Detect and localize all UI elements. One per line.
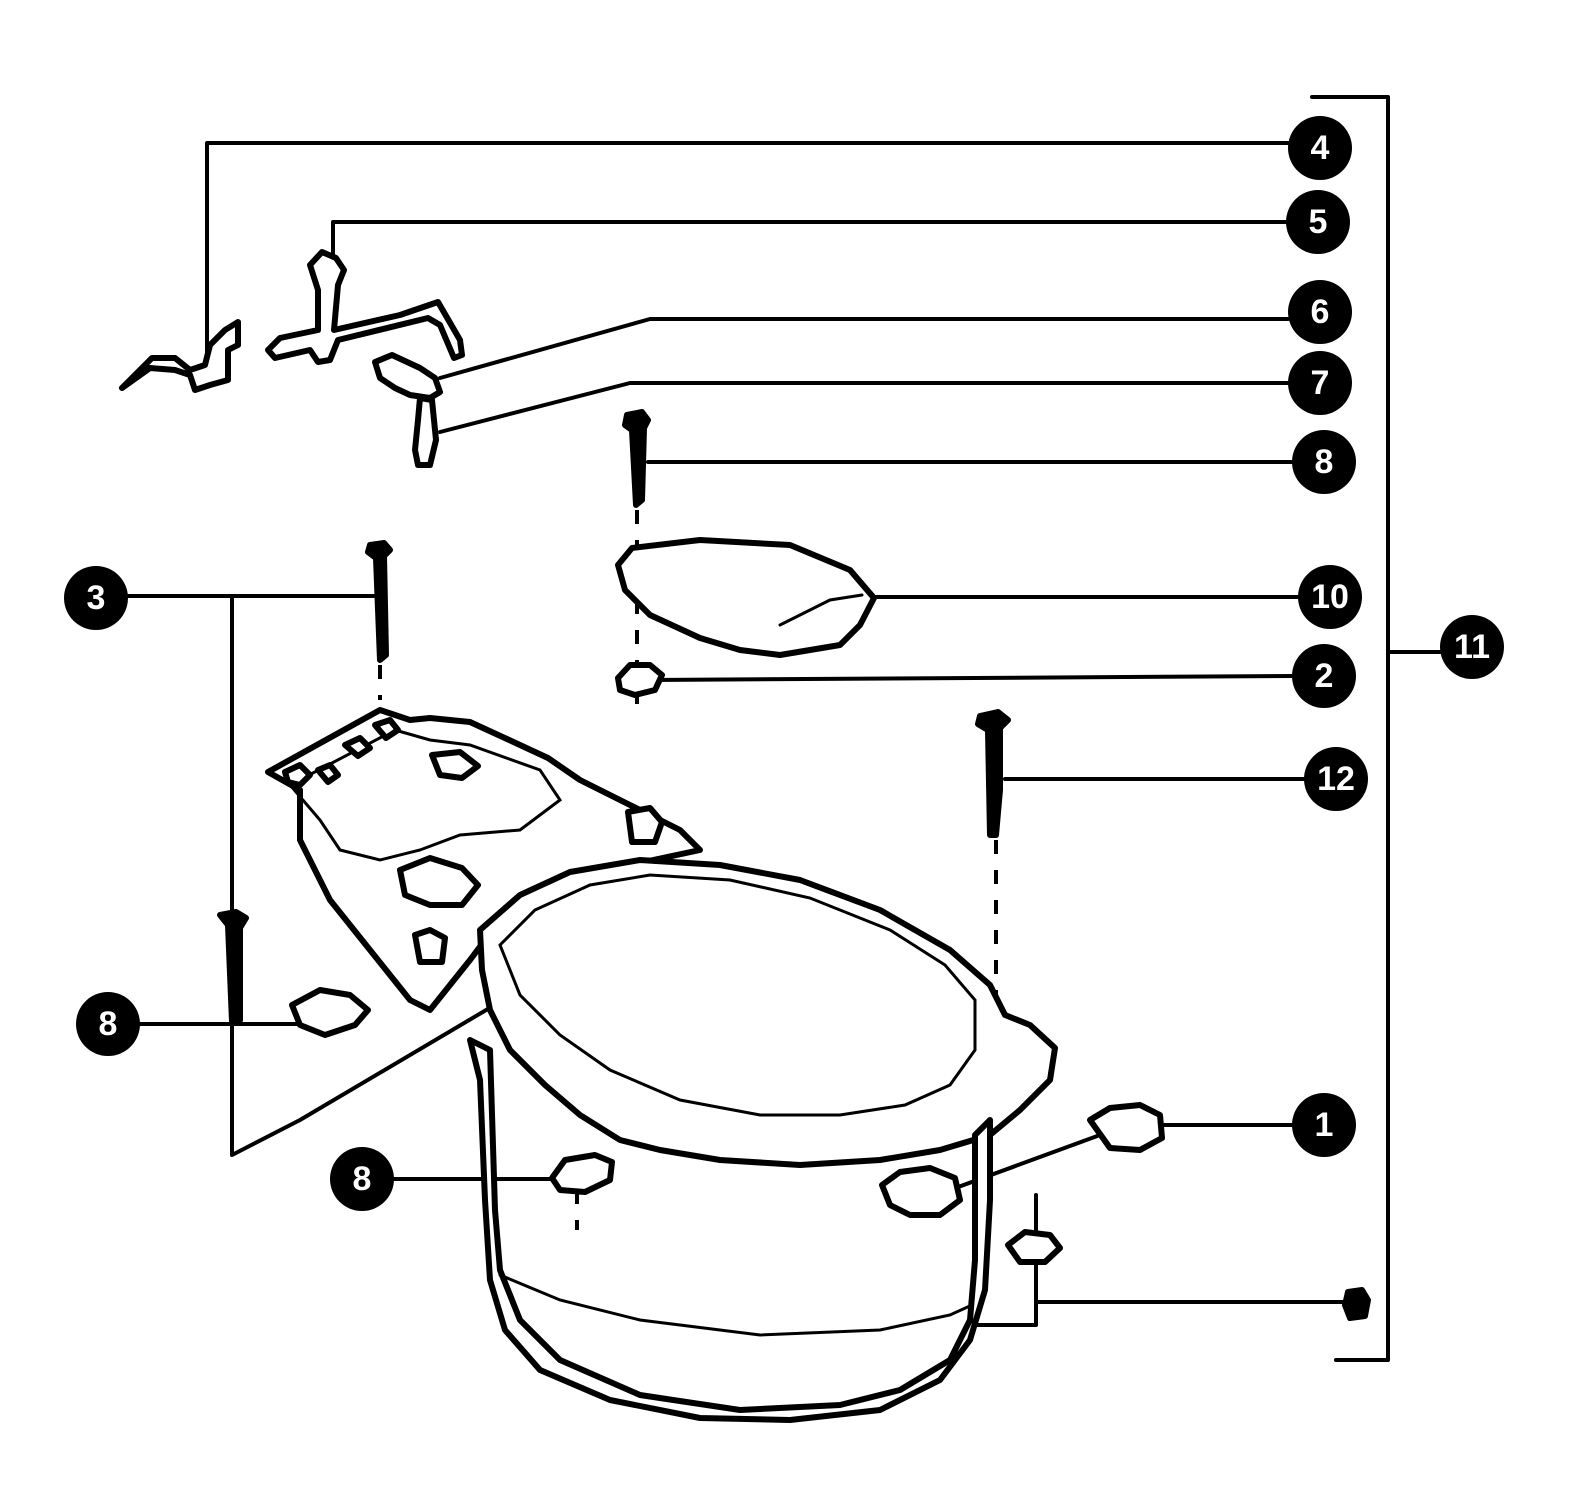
frame-boss-1 <box>429 749 481 781</box>
frame-hole-1 <box>282 762 313 788</box>
callout-5: 5 <box>1286 190 1350 254</box>
frame-boss-2 <box>397 855 481 908</box>
housing-rim <box>477 857 1058 1168</box>
screw-12 <box>975 709 1011 838</box>
callout-label-5: 5 <box>1309 203 1328 241</box>
leader-2 <box>648 674 1294 682</box>
clip-nut-8-bottom <box>549 1152 615 1195</box>
callout-label-12: 12 <box>1317 760 1355 798</box>
leader-4 <box>205 141 1290 358</box>
clip-nut-8-left <box>289 987 371 1038</box>
housing-bowl <box>467 1037 993 1423</box>
callout-10: 10 <box>1298 565 1362 629</box>
clip-part-6 <box>372 352 443 401</box>
callout-label-8-bottom: 8 <box>353 1160 372 1198</box>
leader-6 <box>438 317 1290 380</box>
callout-8-left: 8 <box>76 992 140 1056</box>
callout-1: 1 <box>1292 1093 1356 1157</box>
callout-6: 6 <box>1288 280 1352 344</box>
leader-5 <box>331 220 1290 262</box>
screw-3 <box>365 540 393 663</box>
clip-nut-center <box>879 1165 963 1218</box>
callout-7: 7 <box>1288 351 1352 415</box>
linkage-parts <box>119 249 465 468</box>
cover-part-10 <box>615 537 877 658</box>
assembly-bracket <box>1310 95 1442 1362</box>
callout-label-8-left: 8 <box>99 1005 118 1043</box>
pin-marker <box>1342 1287 1371 1321</box>
callout-11: 11 <box>1440 615 1504 679</box>
frame-hole-3 <box>342 735 373 759</box>
clip-nut-1 <box>1087 1102 1165 1153</box>
callout-label-11: 11 <box>1454 628 1490 666</box>
frame-boss-3 <box>625 805 665 845</box>
callout-3: 3 <box>64 566 128 630</box>
callout-label-1: 1 <box>1315 1106 1334 1144</box>
rim-inner <box>498 873 977 1117</box>
callout-4: 4 <box>1288 116 1352 180</box>
callout-label-10: 10 <box>1311 578 1349 616</box>
callout-label-2: 2 <box>1315 657 1334 695</box>
mounting-frame <box>265 707 703 1013</box>
screws <box>217 409 1011 1025</box>
frame-hole-2 <box>315 762 341 785</box>
rod-part-7 <box>412 395 439 468</box>
callout-8-bottom: 8 <box>330 1147 394 1211</box>
bracket-part-4 <box>119 319 241 393</box>
callout-label-4: 4 <box>1311 129 1330 167</box>
leader-lines <box>126 141 1357 1327</box>
nut-part-2 <box>615 662 665 698</box>
main-housing <box>265 707 1371 1423</box>
leader-7 <box>438 381 1290 434</box>
clip-nut-right <box>1005 1229 1063 1265</box>
frame-hole-4 <box>372 717 401 741</box>
screw-lower-left <box>217 909 249 1025</box>
callout-8-top: 8 <box>1292 430 1356 494</box>
callout-label-8-top: 8 <box>1315 443 1334 481</box>
callout-label-3: 3 <box>87 579 106 617</box>
lever-part-5 <box>265 249 465 365</box>
screw-8-top <box>622 409 651 508</box>
frame-boss-4 <box>412 927 448 965</box>
callout-12: 12 <box>1304 747 1368 811</box>
callout-label-6: 6 <box>1311 293 1330 331</box>
callout-label-7: 7 <box>1311 364 1330 402</box>
callout-2: 2 <box>1292 644 1356 708</box>
